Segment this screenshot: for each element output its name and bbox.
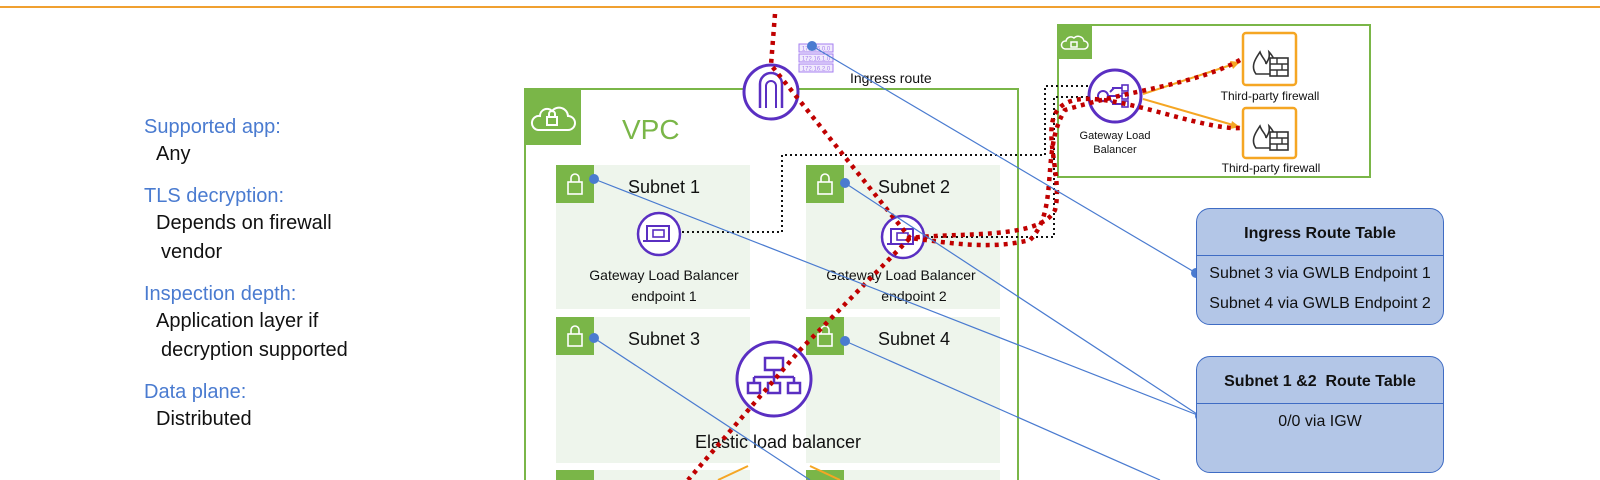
endpoint-1-label-line2: endpoint 1 bbox=[631, 288, 697, 304]
ingress-route-row: Subnet 3 via GWLB Endpoint 1 bbox=[1209, 265, 1431, 282]
elastic-load-balancer-label: Elastic load balancer bbox=[695, 432, 861, 452]
elastic-load-balancer-icon bbox=[735, 340, 813, 418]
security-vpc-container bbox=[1057, 24, 1371, 178]
endpoint-2-connection bbox=[926, 96, 1088, 238]
subnet-6-box bbox=[806, 470, 1000, 480]
feature-supported-app: Supported app: Any bbox=[144, 114, 504, 169]
connector-dot bbox=[589, 174, 599, 184]
feature-value: Application layer if decryption supporte… bbox=[144, 307, 504, 365]
gwlb-to-firewall-1-arrow bbox=[1142, 61, 1241, 95]
feature-label: Inspection depth: bbox=[144, 283, 297, 305]
gwlb-to-firewall-2-arrow bbox=[1142, 98, 1241, 128]
feature-value-line: Distributed bbox=[156, 408, 252, 430]
endpoint-2-label-line2: endpoint 2 bbox=[881, 288, 947, 304]
table-divider bbox=[1197, 255, 1443, 256]
gateway-load-balancer-icon bbox=[1087, 68, 1143, 124]
subnet-2-to-route-table-line bbox=[844, 182, 1201, 417]
subnet-6-lock-icon bbox=[806, 470, 844, 480]
bottom-orange-line bbox=[809, 465, 841, 480]
firewall-1-label: Third-party firewall bbox=[1221, 89, 1320, 103]
connector-dot bbox=[807, 41, 817, 51]
firewall-1-icon bbox=[1241, 31, 1298, 87]
subnet-2-lock-icon bbox=[806, 165, 844, 203]
subnet-5-lock-icon bbox=[556, 470, 594, 480]
subnet-3-lock-icon bbox=[556, 317, 594, 355]
subnet-3-association-line bbox=[593, 337, 811, 480]
feature-value-line: decryption supported bbox=[161, 339, 348, 361]
subnet-4-label: Subnet 4 bbox=[878, 329, 950, 349]
firewall-2-label: Third-party firewall bbox=[1222, 161, 1321, 175]
bottom-orange-line bbox=[717, 465, 749, 480]
vpc-cloud-icon bbox=[530, 106, 576, 131]
connector-dot bbox=[840, 178, 850, 188]
feature-label: TLS decryption: bbox=[144, 185, 285, 207]
feature-value-line: Application layer if bbox=[156, 310, 319, 332]
connector-dot bbox=[589, 333, 599, 343]
ingress-route-label: Ingress route bbox=[850, 70, 932, 86]
endpoint-1-label-line1: Gateway Load Balancer bbox=[589, 267, 739, 283]
vpc-label: VPC bbox=[622, 114, 680, 145]
feature-inspection-depth: Inspection depth: Application layer if d… bbox=[144, 281, 504, 365]
association-lines bbox=[593, 45, 1201, 480]
subnet-route-table: Subnet 1 &2 Route Table 0/0 via IGW bbox=[1196, 356, 1444, 473]
gwlb-label-line1: Gateway Load bbox=[1080, 130, 1151, 142]
subnet-route-table-title: Subnet 1 &2 Route Table bbox=[1224, 373, 1416, 390]
subnet-1-lock-icon bbox=[556, 165, 594, 203]
table-divider bbox=[1197, 403, 1443, 404]
security-vpc-cloud-icon bbox=[1060, 35, 1089, 50]
route-icon-to-ingress-table-line bbox=[811, 45, 1197, 274]
subnet-2-label: Subnet 2 bbox=[878, 177, 950, 197]
firewall-2-icon bbox=[1241, 106, 1298, 160]
traffic-flow-path bbox=[686, 13, 1242, 480]
feature-label: Data plane: bbox=[144, 381, 247, 403]
feature-value-line: vendor bbox=[161, 241, 223, 263]
feature-value: Any bbox=[144, 140, 504, 169]
feature-value: Distributed bbox=[144, 405, 504, 434]
gwlb-endpoint-1-icon bbox=[636, 211, 682, 257]
top-divider bbox=[0, 6, 1600, 8]
feature-data-plane: Data plane: Distributed bbox=[144, 379, 504, 434]
subnet-1-to-route-table-line bbox=[593, 178, 1201, 417]
feature-list: Supported app: Any TLS decryption: Depen… bbox=[144, 114, 504, 448]
subnet-4-association-line bbox=[844, 340, 1161, 480]
ingress-route-row: Subnet 4 via GWLB Endpoint 2 bbox=[1209, 295, 1431, 312]
feature-value-line: Depends on firewall bbox=[156, 212, 332, 234]
route-icon-line: 172.16.2.0 bbox=[802, 67, 831, 73]
subnet-route-row: 0/0 via IGW bbox=[1278, 413, 1362, 430]
endpoint-2-label-line1: Gateway Load Balancer bbox=[826, 267, 976, 283]
connector-dot bbox=[840, 336, 850, 346]
ingress-route-table: Ingress Route Table Subnet 3 via GWLB En… bbox=[1196, 208, 1444, 325]
feature-tls-decryption: TLS decryption: Depends on firewall vend… bbox=[144, 183, 504, 267]
internet-gateway-icon bbox=[742, 63, 800, 121]
subnet-1-label: Subnet 1 bbox=[628, 177, 700, 197]
feature-value: Depends on firewall vendor bbox=[144, 209, 504, 267]
feature-label: Supported app: bbox=[144, 116, 281, 138]
route-icon-line: 172.16.0.0 bbox=[802, 47, 831, 53]
feature-value-line: Any bbox=[156, 143, 191, 165]
ingress-route-table-title: Ingress Route Table bbox=[1244, 225, 1396, 242]
gwlb-label-line2: Balancer bbox=[1093, 144, 1137, 156]
subnet-3-label: Subnet 3 bbox=[628, 329, 700, 349]
route-icon-line: 172.16.1.0 bbox=[802, 57, 831, 63]
subnet-5-box bbox=[556, 470, 750, 480]
endpoint-1-connection bbox=[682, 85, 1088, 233]
